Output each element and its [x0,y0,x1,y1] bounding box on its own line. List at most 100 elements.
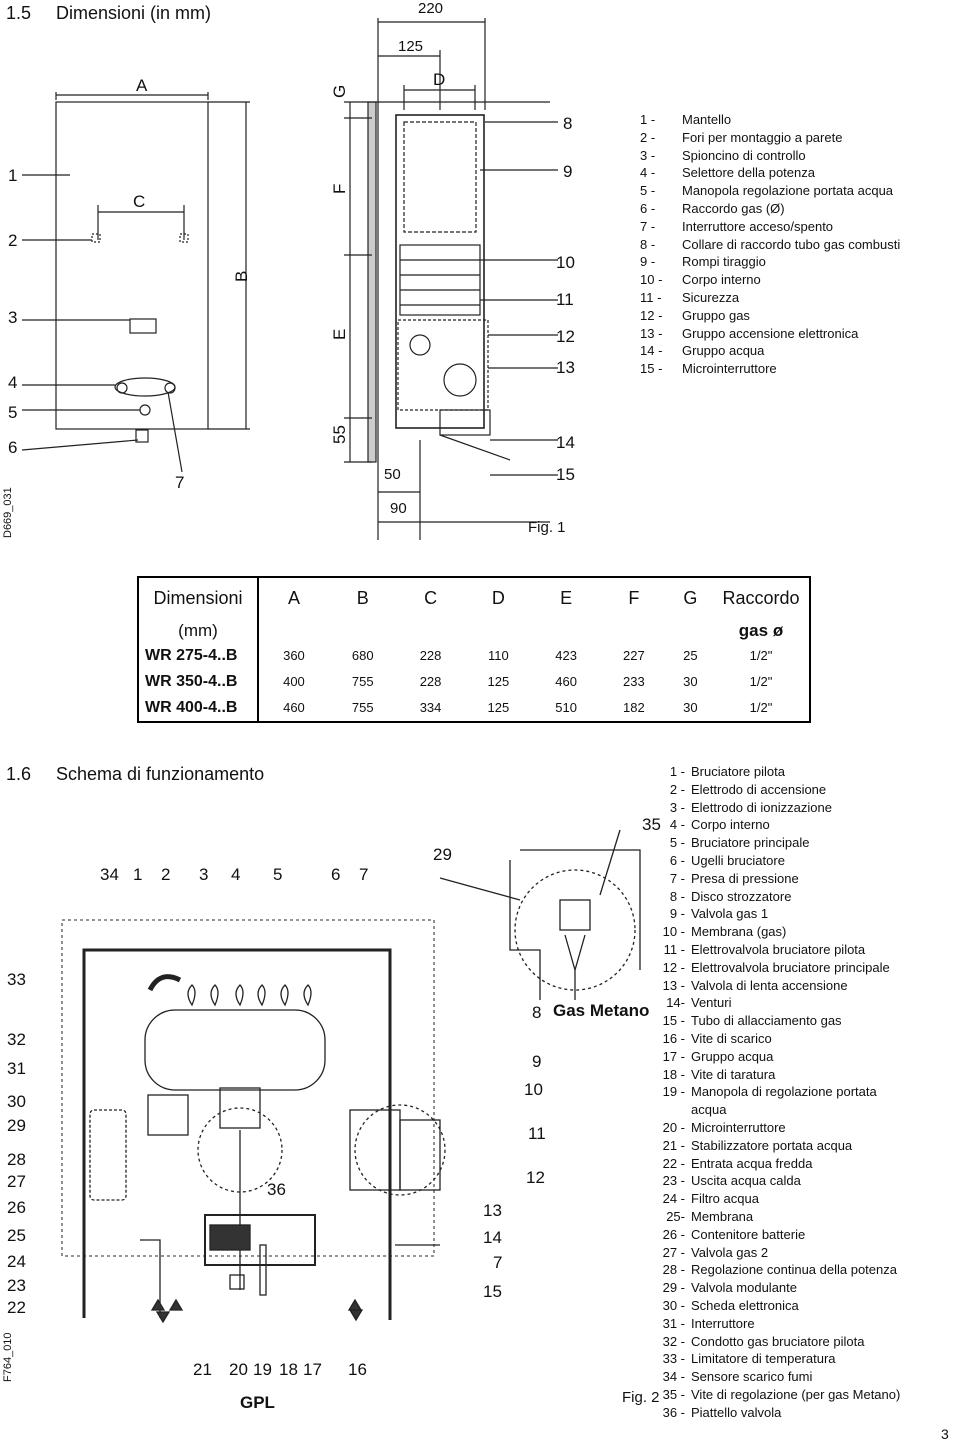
gas-metano-label: Gas Metano [553,1001,650,1020]
table-cell: 460 [283,700,305,716]
callout-32: 32 [7,1030,26,1049]
legend-number: 12 - [662,959,685,975]
table-cell: 1/2" [749,674,773,690]
dim-220: 220 [418,0,444,17]
legend-item: 31 -Interruttore [656,1315,900,1333]
legend-text-continued: acqua [691,1102,727,1118]
dim-90: 90 [390,500,407,517]
callout-24: 24 [7,1252,26,1271]
callout-10: 10 [556,253,575,272]
legend-number: 32 - [662,1333,685,1349]
table-cell: 110 [487,648,509,664]
table-cell: 360 [283,648,305,664]
legend-text: Venturi [691,995,732,1011]
legend-text: Vite di scarico [691,1030,772,1046]
callout-6: 6 [331,865,341,884]
callout-6: 6 [8,438,18,457]
table-cell: 1/2" [749,700,773,716]
legend-item: 11 -Sicurezza [640,289,900,307]
legend-text: Tubo di allacciamento gas [691,1013,842,1029]
legend-number: 5 - [669,835,685,851]
table-subheader-gas: gas ø [738,621,784,640]
legend-item: 2 -Elettrodo di accensione [656,781,900,799]
fig2-caption: Fig. 2 [622,1389,660,1406]
legend-text: Fori per montaggio a parete [682,129,843,145]
legend-number: 15 - [662,1013,685,1029]
legend-text: Presa di pressione [691,870,799,886]
legend-item: 9 -Valvola gas 1 [656,905,900,923]
legend-text: Ugelli bruciatore [691,852,785,868]
section-number-2: 1.6 [6,764,32,784]
callout-18: 18 [279,1360,298,1379]
legend-number: 24 - [662,1191,685,1207]
legend-text: Corpo interno [691,817,770,833]
callout-27: 27 [7,1172,26,1191]
legend-item: 32 -Condotto gas bruciatore pilota [656,1333,900,1351]
dim-125: 125 [398,38,424,55]
legend-number: 28 - [662,1262,685,1278]
legend-number: 21 - [662,1137,685,1153]
table-cell: WR 400-4..B [138,694,259,722]
legend-item: 36 -Piattello valvola [656,1404,900,1422]
legend-number: 3 - [669,799,685,815]
table-cell: 1/2" [749,648,773,664]
legend-number: 5 - [640,183,656,199]
legend-item: 16 - Vite di scarico [656,1030,900,1048]
legend-text: Vite di regolazione (per gas Metano) [691,1386,901,1402]
legend-number: 20 - [662,1119,685,1135]
callout-2: 2 [8,231,18,250]
legend-text: Valvola di lenta accensione [691,977,848,993]
section-title-2: Schema di funzionamento [56,764,265,784]
table-cell: WR 350-4..B [138,668,259,695]
legend-text: Filtro acqua [691,1191,759,1207]
legend-number: 17 - [662,1048,685,1064]
legend-item: 20 -Microinterruttore [656,1119,900,1137]
legend-item: 14 -Gruppo acqua [640,342,900,360]
legend-text: Bruciatore pilota [691,764,785,779]
legend-text: Interruttore [691,1315,755,1331]
dim-letter-e: E [330,328,349,340]
dim-letter-d: D [433,70,446,89]
legend-number: 9 - [640,254,656,270]
legend-text: Vite di taratura [691,1066,776,1082]
legend-text: Stabilizzatore portata acqua [691,1137,853,1153]
legend-item: 3 -Elettrodo di ionizzazione [656,799,900,817]
callout-33: 33 [7,970,26,989]
legend-text: Limitatore di temperatura [691,1351,836,1367]
table-cell: 182 [623,700,645,716]
legend-item: 8 -Disco strozzatore [656,888,900,906]
legend-text: Elettrovalvola bruciatore principale [691,959,890,975]
legend-number: 33 - [662,1351,685,1367]
legend-text: Rompi tiraggio [682,254,766,270]
legend-text: Spioncino di controllo [682,147,806,163]
table-row: WR 350-4..B 400 755 228 125 460 233 30 1… [138,668,810,695]
legend-number: 25- [666,1208,685,1224]
callout-5: 5 [273,865,283,884]
legend-item: 35 -Vite di regolazione (per gas Metano) [656,1386,901,1404]
legend-text: Contenitore batterie [691,1226,806,1242]
legend-item: 6 -Ugelli bruciatore [656,852,900,870]
legend-text: Bruciatore principale [691,835,810,851]
legend-item: 3 -Spioncino di controllo [640,147,900,165]
table-header-c: C [424,588,438,608]
callout-5: 5 [8,403,18,422]
callout-3: 3 [8,308,18,327]
legend-item: 15 -Microinterruttore [640,360,900,378]
legend-item: 4 -Selettore della potenza [640,164,900,182]
table-row: WR 400-4..B 460 755 334 125 510 182 30 1… [138,694,810,722]
legend-number: 1 - [640,112,656,127]
legend-item: 5 -Manopola regolazione portata acqua [640,182,900,200]
legend-number: 26 - [662,1226,685,1242]
dim-letter-g: G [330,84,349,98]
table-cell: 228 [419,674,442,690]
table-cell: 125 [487,700,510,716]
callout-12: 12 [526,1168,545,1187]
legend-number: 2 - [640,129,656,145]
legend-number: 16 - [662,1030,685,1046]
table-header-g: G [683,588,698,608]
legend-text: Piattello valvola [691,1404,782,1420]
legend-item: 23 -Uscita acqua calda [656,1172,900,1190]
legend-text: Selettore della potenza [682,165,815,181]
table-cell: 423 [555,648,577,664]
